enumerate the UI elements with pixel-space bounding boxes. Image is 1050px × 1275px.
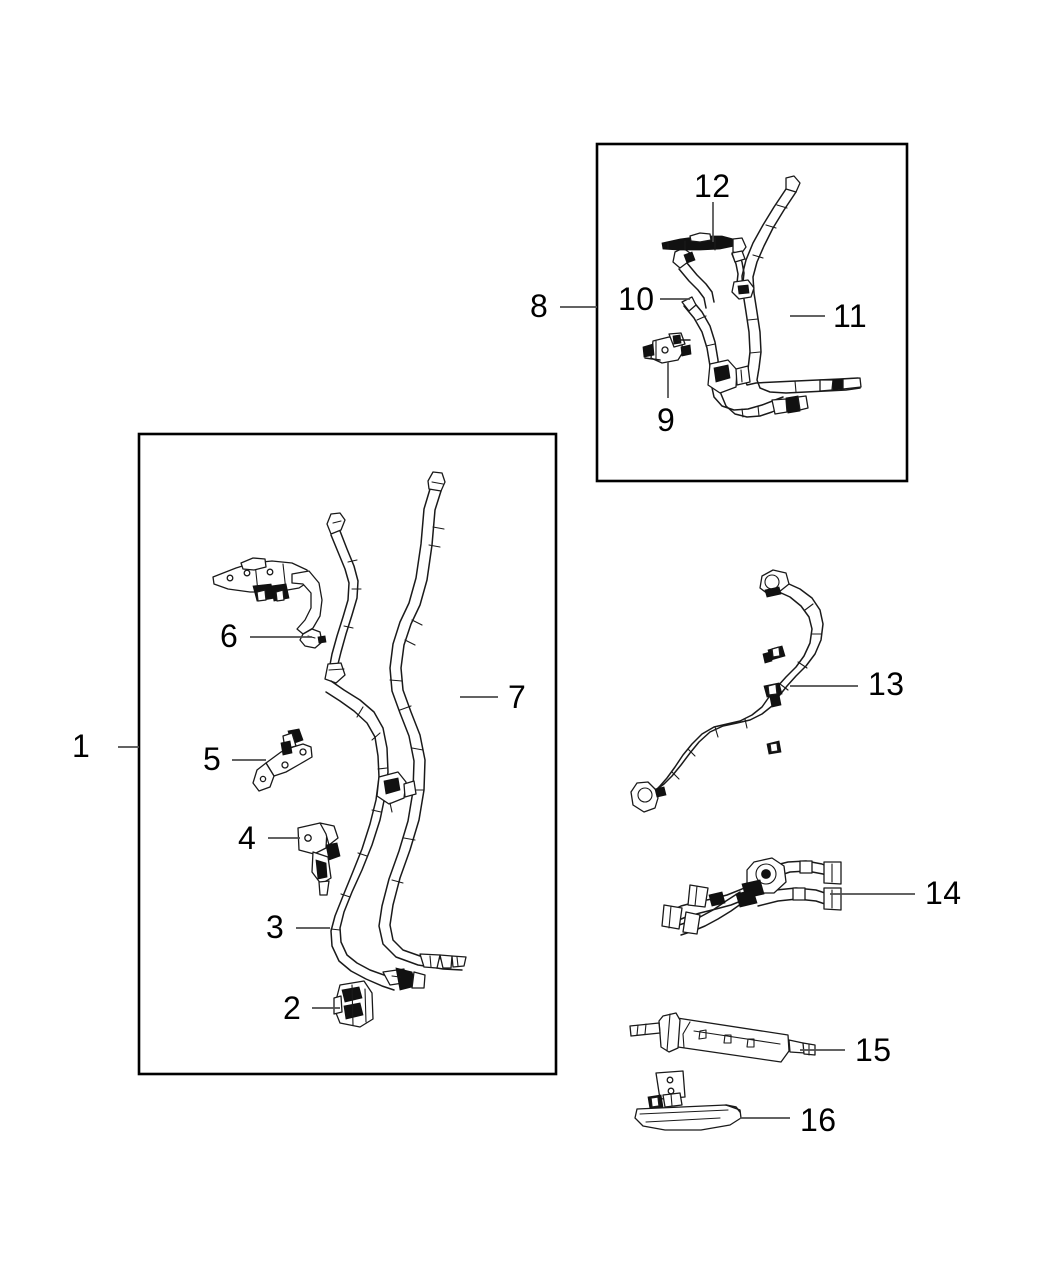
callout-label-4[interactable]: 4 [238, 820, 257, 856]
callout-label-9[interactable]: 9 [657, 402, 676, 438]
fuel-line-crossover-14 [661, 857, 842, 936]
mounting-bracket-5 [252, 728, 313, 792]
callout-label-7[interactable]: 7 [508, 679, 527, 715]
callout-label-10[interactable]: 10 [618, 281, 655, 317]
callout-label-3[interactable]: 3 [266, 909, 285, 945]
mounting-bracket-4 [297, 822, 341, 896]
callout-label-16[interactable]: 16 [800, 1102, 837, 1138]
leader-lines [118, 202, 915, 1119]
fuel-supply-tube [324, 512, 426, 991]
callout-label-1[interactable]: 1 [72, 728, 91, 764]
callout-label-6[interactable]: 6 [220, 618, 239, 654]
callout-label-5[interactable]: 5 [203, 741, 222, 777]
group-box-1 [137, 432, 558, 1076]
group-box-8 [595, 142, 909, 483]
callout-label-2[interactable]: 2 [283, 990, 302, 1026]
vapor-tube-10 [672, 247, 809, 418]
callout-label-14[interactable]: 14 [925, 875, 962, 911]
mounting-bracket-6 [212, 557, 327, 649]
callout-label-11[interactable]: 11 [833, 298, 868, 334]
vapor-tube-bracket-12 [661, 232, 755, 300]
callout-label-8[interactable]: 8 [530, 288, 549, 324]
fuel-return-tube [378, 471, 467, 971]
canister-bracket-16 [634, 1070, 742, 1131]
callout-label-13[interactable]: 13 [868, 666, 905, 702]
vapor-canister-filter-15 [629, 1012, 816, 1063]
vapor-hose-assembly-13 [630, 569, 824, 813]
vapor-tube-11 [741, 175, 862, 394]
callout-label-12[interactable]: 12 [694, 168, 731, 204]
fuel-filter-clip [333, 980, 374, 1028]
callout-label-15[interactable]: 15 [855, 1032, 892, 1068]
retainer-clip-9 [642, 332, 692, 364]
